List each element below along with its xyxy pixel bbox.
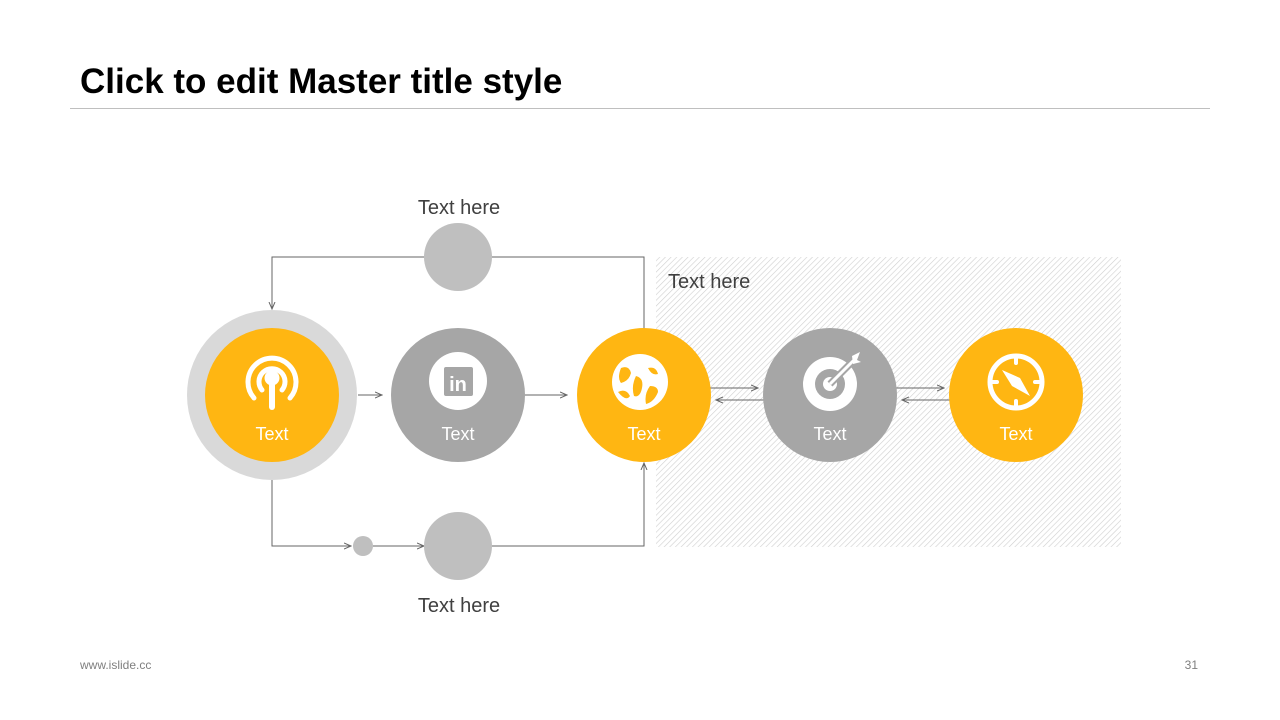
svg-text:in: in bbox=[449, 374, 467, 396]
page-number: 31 bbox=[1184, 658, 1198, 672]
compass-icon bbox=[987, 353, 1045, 411]
bottom-connector-1 bbox=[271, 480, 351, 546]
footer-url: www.islide.cc bbox=[80, 658, 152, 672]
node-4[interactable]: Text bbox=[763, 328, 897, 462]
node-5-label: Text bbox=[999, 424, 1032, 444]
linkedin-icon: in bbox=[429, 352, 487, 410]
slide-title[interactable]: Click to edit Master title style bbox=[80, 62, 563, 101]
node-2[interactable]: in Text bbox=[391, 328, 525, 462]
node-1-label: Text bbox=[255, 424, 288, 444]
small-dot bbox=[353, 536, 373, 556]
node-3-label: Text bbox=[627, 424, 660, 444]
node-3[interactable]: Text bbox=[577, 328, 711, 462]
top-label[interactable]: Text here bbox=[418, 197, 500, 219]
region-label[interactable]: Text here bbox=[668, 271, 750, 293]
node-4-label: Text bbox=[813, 424, 846, 444]
node-5[interactable]: Text bbox=[949, 328, 1083, 462]
node-2-label: Text bbox=[441, 424, 474, 444]
podcast-icon bbox=[245, 355, 299, 410]
target-icon bbox=[803, 352, 861, 411]
bottom-label[interactable]: Text here bbox=[418, 595, 500, 617]
node-1[interactable]: Text bbox=[205, 328, 339, 462]
top-circle[interactable] bbox=[424, 223, 492, 291]
globe-icon bbox=[612, 354, 668, 410]
bottom-circle[interactable] bbox=[424, 512, 492, 580]
title-divider bbox=[70, 108, 1210, 109]
bottom-connector-3 bbox=[492, 463, 644, 547]
